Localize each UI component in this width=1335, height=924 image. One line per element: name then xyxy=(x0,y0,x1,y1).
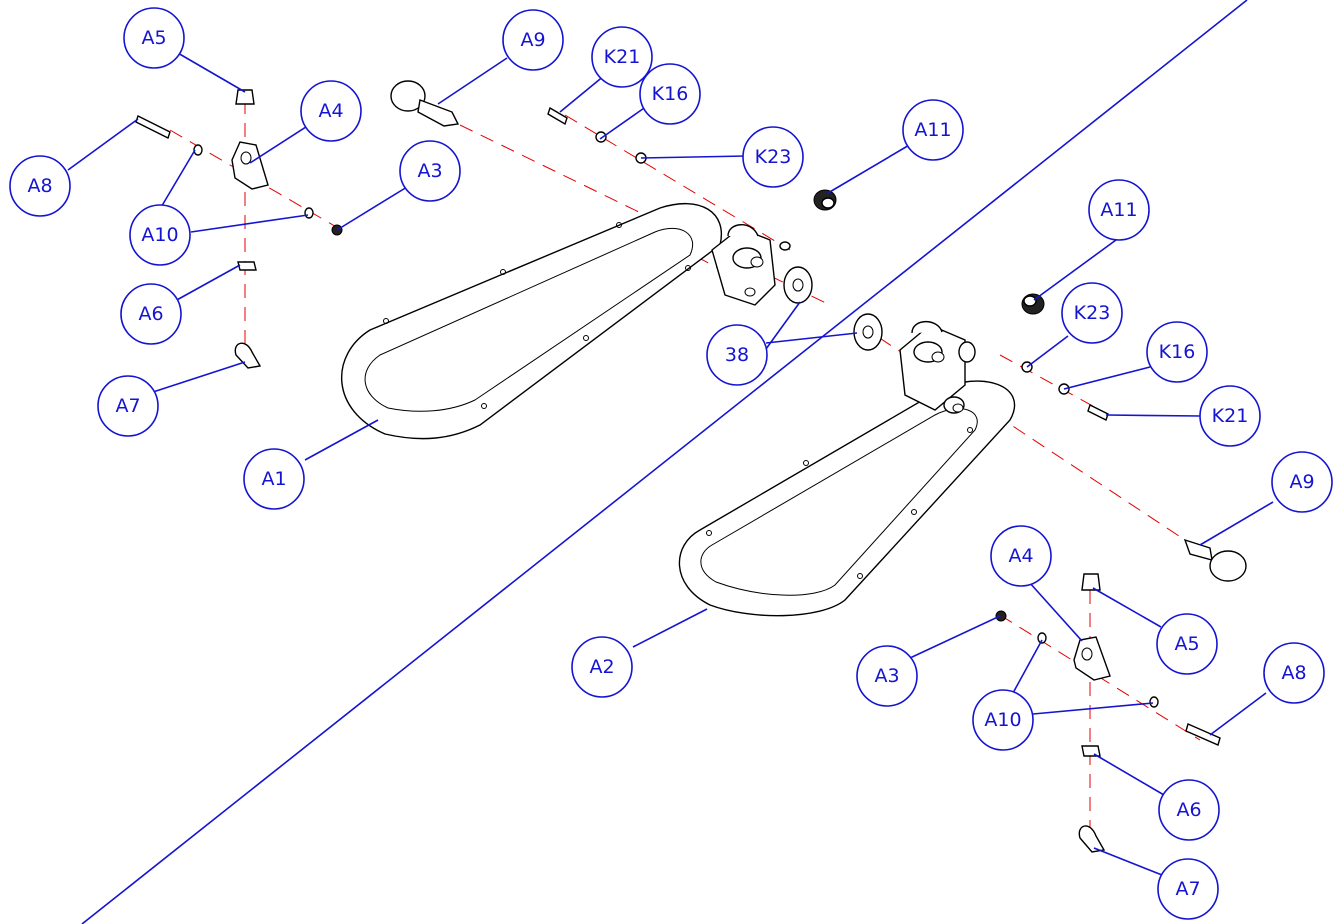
callout-a8-right[interactable]: A8 xyxy=(1263,642,1325,704)
svg-text:A8: A8 xyxy=(27,175,52,197)
svg-text:A11: A11 xyxy=(914,119,951,141)
frame-a2 xyxy=(678,320,1016,617)
svg-text:K21: K21 xyxy=(604,46,641,68)
svg-text:A7: A7 xyxy=(1175,878,1200,900)
callout-k16-right[interactable]: K16 xyxy=(1146,321,1208,383)
svg-text:A2: A2 xyxy=(589,656,614,678)
callout-k23-right[interactable]: K23 xyxy=(1061,282,1123,344)
svg-text:A11: A11 xyxy=(1100,199,1137,221)
svg-text:A6: A6 xyxy=(1176,799,1201,821)
svg-text:A4: A4 xyxy=(1008,545,1033,567)
svg-text:A8: A8 xyxy=(1281,662,1306,684)
split-line xyxy=(81,0,1248,924)
callout-a2[interactable]: A2 xyxy=(571,636,633,698)
hardware-left xyxy=(135,80,837,369)
callout-k21-right[interactable]: K21 xyxy=(1199,385,1261,447)
callout-a3-right[interactable]: A3 xyxy=(856,645,918,707)
callout-a11-right[interactable]: A11 xyxy=(1088,179,1150,241)
callout-a11-left[interactable]: A11 xyxy=(902,99,964,161)
svg-text:K16: K16 xyxy=(1159,341,1196,363)
callout-a9-left[interactable]: A9 xyxy=(502,9,564,71)
callout-a4-left[interactable]: A4 xyxy=(300,80,362,142)
svg-text:A4: A4 xyxy=(318,100,343,122)
callout-a6-right[interactable]: A6 xyxy=(1158,779,1220,841)
callout-38[interactable]: 38 xyxy=(706,324,768,386)
svg-text:38: 38 xyxy=(725,344,749,366)
callout-a9-right[interactable]: A9 xyxy=(1271,451,1333,513)
callout-a1[interactable]: A1 xyxy=(243,448,305,510)
svg-text:K23: K23 xyxy=(755,146,792,168)
frame-a1 xyxy=(340,203,791,440)
callout-k16-left[interactable]: K16 xyxy=(639,63,701,125)
callout-a5-left[interactable]: A5 xyxy=(123,7,185,69)
callout-a8-left[interactable]: A8 xyxy=(9,155,71,217)
svg-text:K16: K16 xyxy=(652,83,689,105)
hardware-right xyxy=(995,293,1247,853)
svg-text:A10: A10 xyxy=(141,224,178,246)
callout-a5-right[interactable]: A5 xyxy=(1156,613,1218,675)
callout-k21-left[interactable]: K21 xyxy=(591,26,653,88)
svg-text:K21: K21 xyxy=(1212,405,1249,427)
callout-a7-left[interactable]: A7 xyxy=(97,375,159,437)
svg-text:A9: A9 xyxy=(520,29,545,51)
svg-text:A6: A6 xyxy=(138,303,163,325)
svg-text:A7: A7 xyxy=(115,395,140,417)
callout-a10-left[interactable]: A10 xyxy=(129,204,191,266)
svg-text:A10: A10 xyxy=(984,709,1021,731)
svg-text:A1: A1 xyxy=(261,468,286,490)
svg-text:K23: K23 xyxy=(1074,302,1111,324)
callout-a3-left[interactable]: A3 xyxy=(399,140,461,202)
callout-a10-right[interactable]: A10 xyxy=(972,689,1034,751)
svg-text:A3: A3 xyxy=(874,665,899,687)
callout-k23-left[interactable]: K23 xyxy=(742,126,804,188)
svg-text:A3: A3 xyxy=(417,160,442,182)
svg-text:A5: A5 xyxy=(1174,633,1199,655)
svg-text:A9: A9 xyxy=(1289,471,1314,493)
callout-a7-right[interactable]: A7 xyxy=(1157,858,1219,920)
callouts: A5 A9 K21 K16 A4 A11 K23 A3 A8 A10 A6 A1… xyxy=(9,7,1333,920)
callout-a6-left[interactable]: A6 xyxy=(120,283,182,345)
callout-a4-right[interactable]: A4 xyxy=(990,525,1052,587)
svg-text:A5: A5 xyxy=(141,27,166,49)
washers-38 xyxy=(783,266,883,351)
